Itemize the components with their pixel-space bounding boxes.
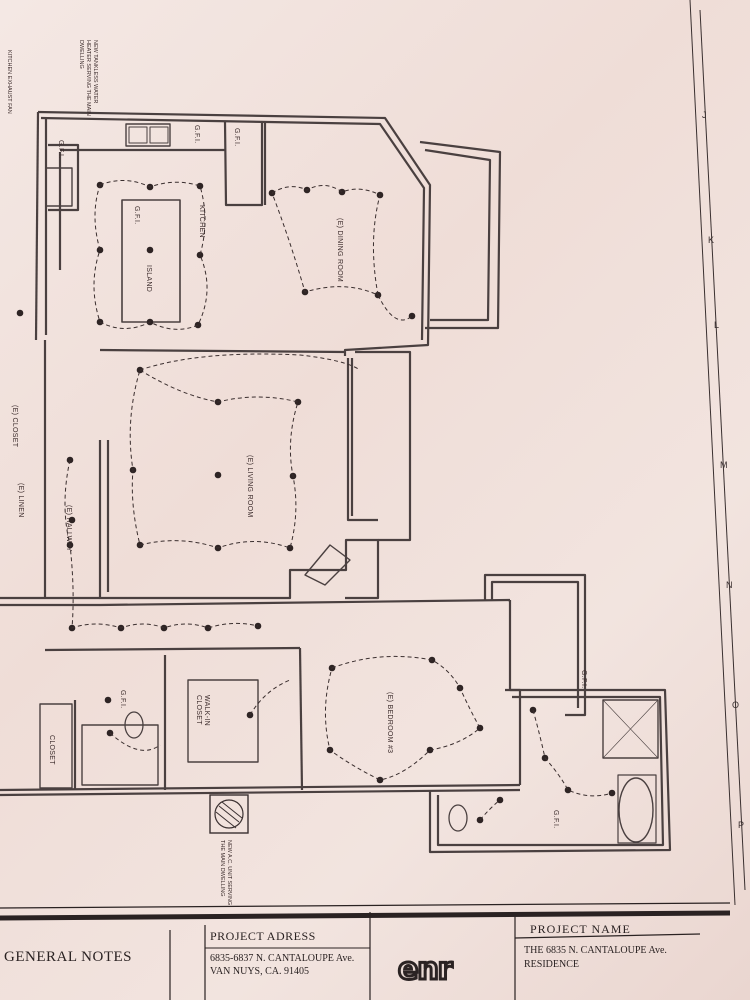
firm-logo: enr bbox=[397, 951, 454, 989]
project-address-line2: VAN NUYS, CA. 91405 bbox=[210, 966, 309, 977]
grid-letter: N bbox=[726, 580, 733, 590]
project-name-line2: RESIDENCE bbox=[524, 959, 579, 970]
circuit-line bbox=[249, 679, 291, 716]
project-address-label: PROJECT ADRESS bbox=[210, 929, 316, 943]
light-fixture bbox=[68, 516, 76, 524]
light-fixture bbox=[564, 786, 572, 794]
general-notes-heading: GENERAL NOTES bbox=[4, 949, 133, 965]
grid-letter: L bbox=[714, 320, 720, 330]
light-fixture bbox=[194, 321, 202, 329]
project-name-label: PROJECT NAME bbox=[530, 922, 631, 936]
light-fixture bbox=[196, 182, 204, 190]
circuit-line bbox=[93, 180, 208, 330]
light-fixture bbox=[214, 471, 222, 479]
light-fixture bbox=[408, 312, 416, 320]
grid-letter: M bbox=[720, 460, 728, 470]
circuit-line bbox=[64, 459, 259, 629]
circuit-line bbox=[479, 799, 501, 821]
circuit-line bbox=[129, 369, 299, 549]
light-fixture bbox=[204, 624, 212, 632]
circuit-line bbox=[532, 709, 613, 797]
project-name-line1: THE 6835 N. CANTALOUPE Ave. bbox=[524, 945, 667, 956]
light-fixture bbox=[286, 544, 294, 552]
circuit-line bbox=[109, 732, 161, 751]
circuit-line bbox=[271, 185, 381, 296]
light-fixture bbox=[376, 776, 384, 784]
light-fixture bbox=[96, 246, 104, 254]
grid-letter: J bbox=[702, 110, 707, 120]
title-block: GENERAL NOTES PROJECT ADRESS 6835-6837 N… bbox=[0, 905, 750, 1000]
light-fixture bbox=[104, 696, 112, 704]
light-fixture bbox=[476, 724, 484, 732]
circuit-line bbox=[325, 655, 481, 781]
light-fixture bbox=[196, 251, 204, 259]
grid-letter: K bbox=[708, 235, 715, 245]
light-fixture bbox=[294, 398, 302, 406]
circuit-line bbox=[377, 294, 413, 321]
circuit-line bbox=[139, 353, 361, 371]
light-fixture bbox=[146, 246, 154, 254]
project-address-line1: 6835-6837 N. CANTALOUPE Ave. bbox=[210, 953, 355, 964]
grid-letter: O bbox=[732, 700, 740, 710]
grid-letter: P bbox=[738, 820, 745, 830]
light-fixture bbox=[16, 309, 24, 317]
